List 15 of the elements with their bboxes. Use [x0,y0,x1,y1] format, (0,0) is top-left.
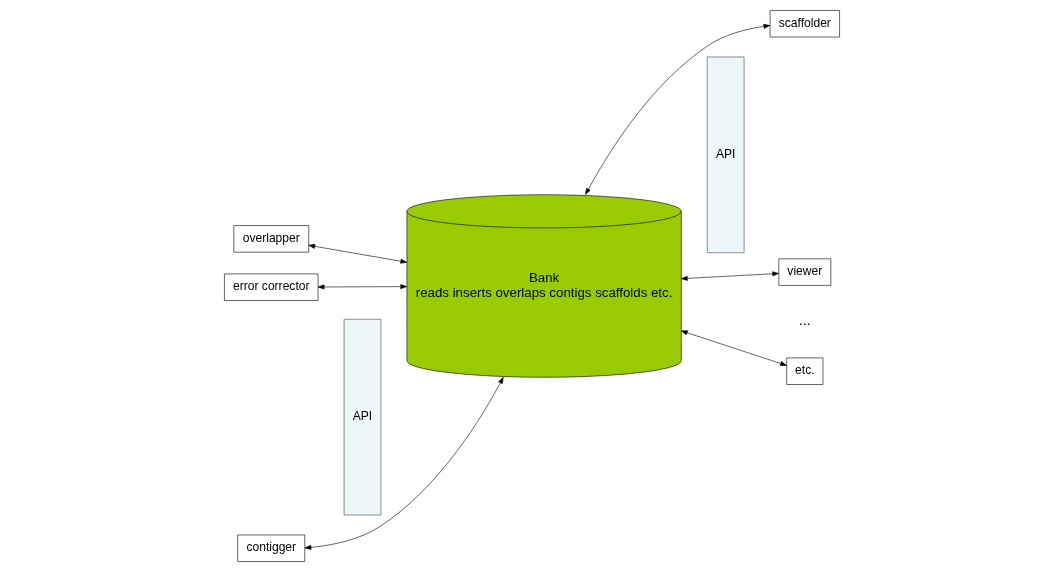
node-box: overlapper [233,225,309,253]
node-box: viewer [778,258,831,286]
node-box: API [706,56,744,254]
node-box: contigger [236,534,305,562]
node-box: error corrector [223,273,318,301]
arrow [680,330,787,366]
arrow [307,243,407,264]
node-box: etc. [785,357,823,385]
arrow [317,284,407,290]
arrow [304,377,504,550]
node-box: scaffolder [769,10,840,38]
arrow [584,23,770,195]
label: ... [798,312,811,329]
node-box: API [343,318,381,516]
arrow [680,271,779,281]
